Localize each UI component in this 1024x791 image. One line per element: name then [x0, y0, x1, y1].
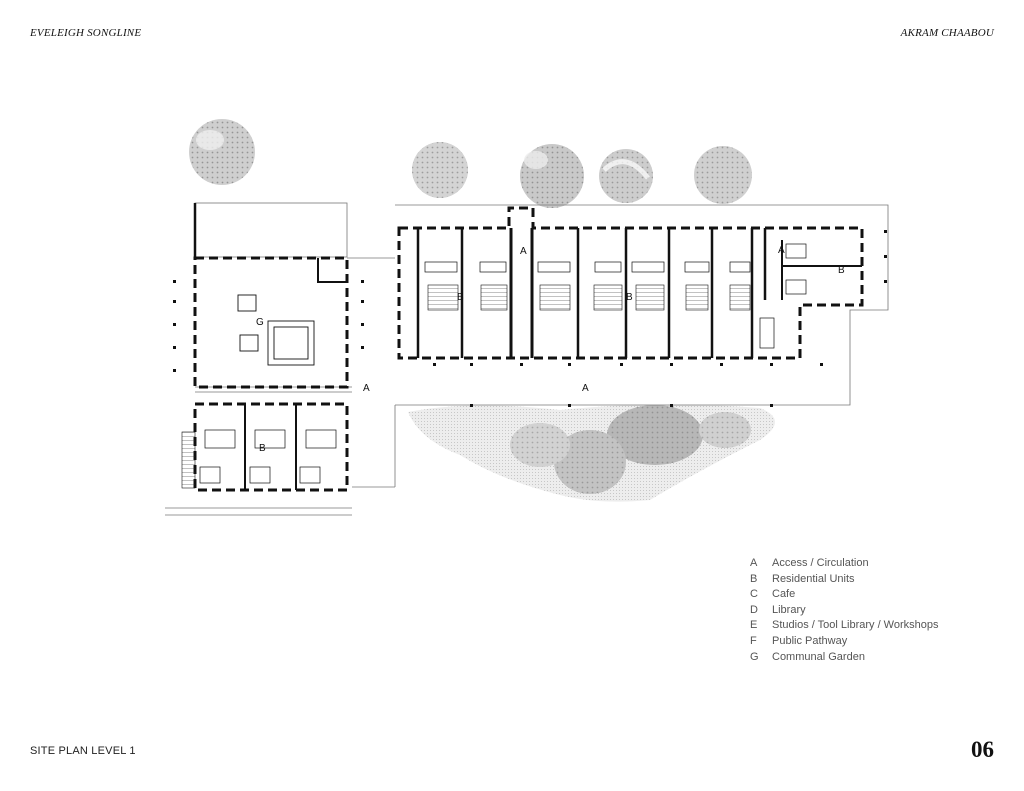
label-units-center: B — [626, 292, 633, 303]
residential-block-west — [181, 402, 349, 492]
legend-item: B Residential Units — [750, 572, 939, 588]
tree-canopy-icon — [189, 119, 255, 185]
label-units-west: B — [457, 292, 464, 303]
legend-key: D — [750, 603, 758, 616]
sheet-title: SITE PLAN LEVEL 1 — [30, 745, 136, 757]
legend-label: Library — [772, 603, 806, 616]
legend-label: Access / Circulation — [772, 557, 869, 569]
label-west-circulation: A — [363, 383, 370, 394]
label-garden: G — [256, 317, 264, 328]
legend-item: C Cafe — [750, 587, 939, 603]
legend-key: A — [750, 557, 758, 569]
tree-canopy-icon — [520, 144, 584, 208]
project-title: EVELEIGH SONGLINE — [30, 27, 142, 39]
legend-label: Public Pathway — [772, 634, 848, 647]
garden-tree-mass — [408, 404, 775, 502]
legend: A Access / Circulation B Residential Units… — [750, 556, 939, 665]
tree-canopy-icon — [412, 142, 468, 198]
garden-pavilion — [193, 203, 349, 389]
legend-item: G Communal Garden — [750, 650, 939, 666]
legend-item: E Studios / Tool Library / Workshops — [750, 618, 939, 634]
legend-item: A Access / Circulation — [750, 556, 939, 572]
legend-key: C — [750, 588, 758, 601]
legend-item: F Public Pathway — [750, 634, 939, 650]
column-grid — [173, 230, 887, 407]
author-name: AKRAM CHAABOU — [900, 27, 994, 39]
tree-canopy-icon — [694, 146, 752, 204]
legend-label: Cafe — [772, 588, 796, 601]
page-number: 06 — [971, 737, 994, 762]
legend-key: B — [750, 572, 758, 585]
label-central-circulation: A — [582, 383, 589, 394]
legend-key: E — [750, 619, 758, 632]
legend-key: F — [750, 634, 757, 647]
legend-label: Residential Units — [772, 572, 855, 585]
legend-label: Studios / Tool Library / Workshops — [772, 619, 939, 632]
tree-canopy-icon — [599, 149, 653, 203]
residential-bar — [397, 206, 864, 360]
legend-key: G — [750, 650, 759, 663]
legend-item: D Library — [750, 603, 939, 619]
label-east-entry: A — [778, 245, 785, 256]
legend-label: Communal Garden — [772, 650, 865, 663]
label-units-east: B — [838, 265, 845, 276]
label-north-entry: A — [520, 246, 527, 257]
label-units-lower-left: B — [259, 443, 266, 454]
